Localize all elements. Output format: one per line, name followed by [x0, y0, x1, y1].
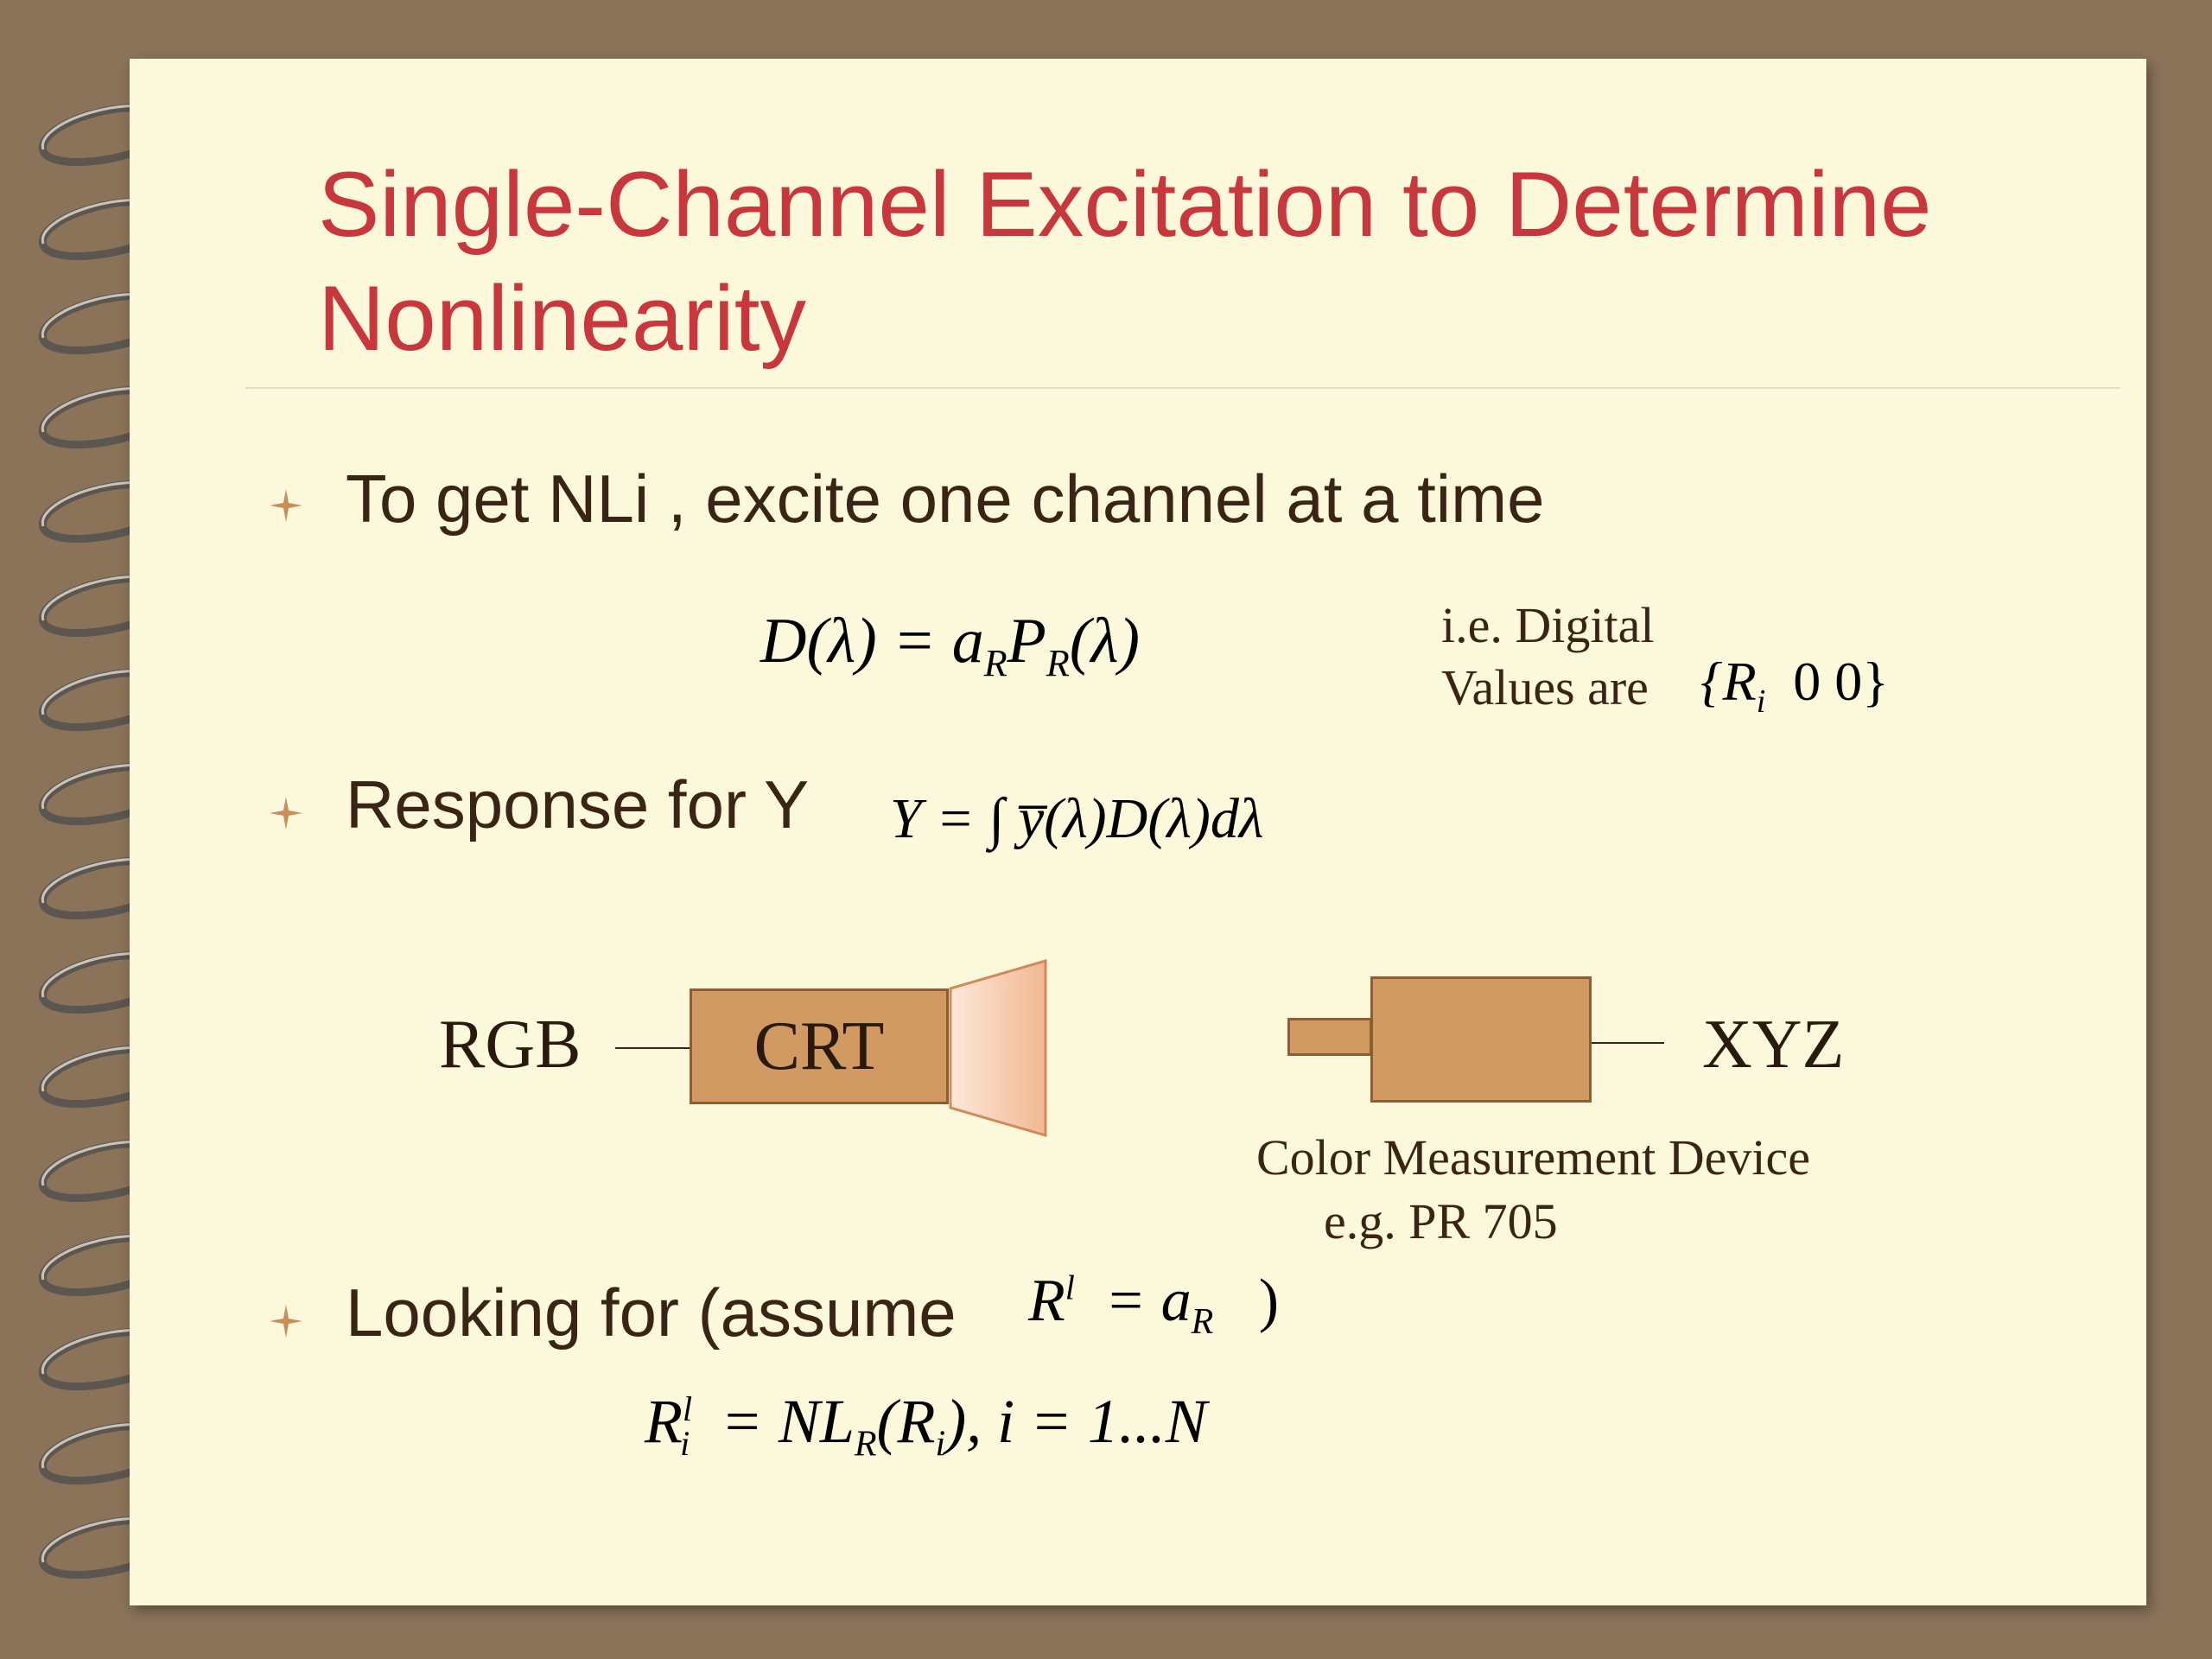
- title-divider: [245, 387, 2120, 389]
- equation-final: Rli = NLR(Ri), i = 1...N: [645, 1387, 1207, 1465]
- digital-note-line1: i.e. Digital: [1441, 597, 1655, 653]
- spiral-wire: [39, 291, 188, 355]
- spiral-wire: [39, 1421, 188, 1485]
- bullet-star-icon: [270, 1305, 302, 1338]
- bullet-star-icon: [270, 797, 302, 830]
- notebook-page: [130, 59, 2146, 1605]
- spiral-wire: [39, 1516, 188, 1580]
- rgb-connector-line: [615, 1047, 690, 1049]
- device-nozzle: [1287, 1018, 1372, 1056]
- slide-title: Single-Channel Excitation to Determine N…: [318, 152, 1932, 370]
- bullet-text-2: Response for Y: [346, 766, 810, 842]
- rgb-label: RGB: [439, 1007, 582, 1083]
- device-caption-line2: e.g. PR 705: [1324, 1193, 1558, 1249]
- spiral-wire: [39, 950, 188, 1014]
- spiral-wire: [39, 574, 188, 638]
- color-measurement-device-box: [1370, 976, 1592, 1103]
- spiral-wire: [39, 480, 188, 543]
- bullet-text-1: To get NLi , excite one channel at a tim…: [346, 461, 1545, 537]
- device-caption-line1: Color Measurement Device: [1256, 1129, 1811, 1185]
- xyz-label: XYZ: [1702, 1007, 1845, 1083]
- spiral-wire: [39, 856, 188, 920]
- spiral-wire: [39, 385, 188, 449]
- equation-d-lambda: D(λ) = aRPR(λ): [760, 606, 1141, 684]
- crt-box: CRT: [690, 988, 949, 1104]
- bullet-text-3: Looking for (assume: [346, 1274, 957, 1351]
- spiral-wire: [39, 1139, 188, 1203]
- equation-assume: Rl = aR ): [1028, 1268, 1280, 1342]
- spiral-wire: [39, 1045, 188, 1109]
- spiral-wire: [39, 103, 188, 167]
- spiral-wire: [39, 197, 188, 261]
- digital-values: {Ri 0 0}: [1700, 651, 1889, 720]
- spiral-wire: [39, 762, 188, 826]
- spiral-wire: [39, 1327, 188, 1391]
- digital-note-line2: Values are: [1441, 659, 1649, 715]
- equation-y-response: Y = ∫ y̅(λ)D(λ)dλ: [890, 787, 1264, 850]
- crt-screen-shape: [949, 959, 1047, 1137]
- bullet-star-icon: [270, 489, 302, 522]
- spiral-wire: [39, 1233, 188, 1297]
- spiral-wire: [39, 668, 188, 732]
- xyz-connector-line: [1592, 1042, 1664, 1044]
